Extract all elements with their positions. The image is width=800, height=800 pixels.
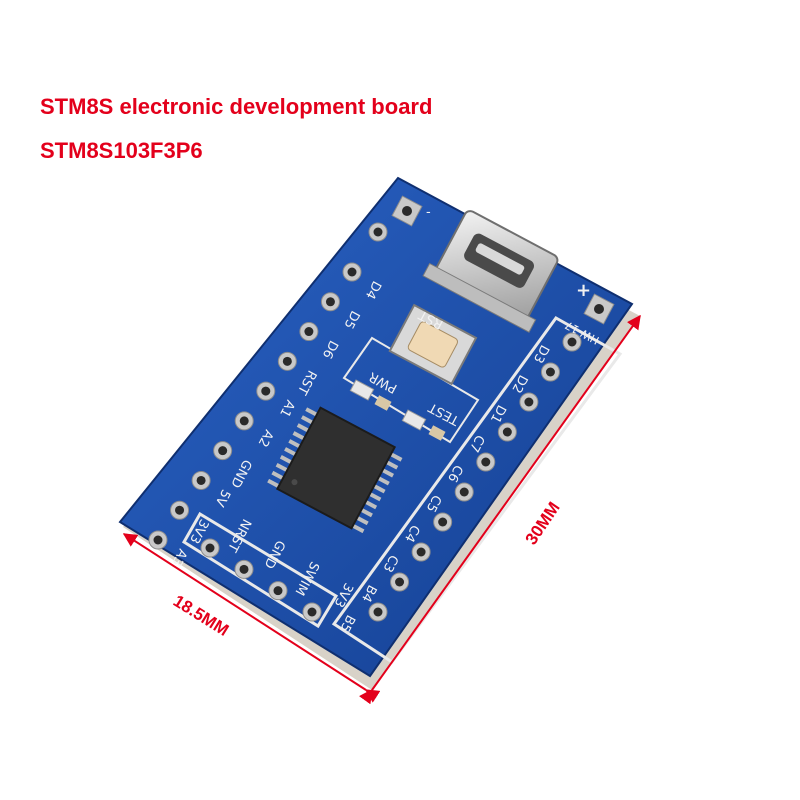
bottom-pin-pad	[302, 602, 322, 622]
power-plus-mark: +	[576, 280, 591, 301]
left-pin-pad	[368, 222, 388, 242]
left-pin-label: A2	[255, 427, 276, 449]
product-title: STM8S electronic development board	[40, 94, 433, 119]
left-pin-pad	[277, 351, 297, 371]
left-pin-pad	[148, 530, 168, 550]
left-pin-pad	[191, 470, 211, 490]
left-pin-label: A1	[276, 397, 297, 419]
left-pin-pad	[213, 441, 233, 461]
left-pin-label: 5V	[211, 487, 232, 509]
right-pin-pad	[497, 422, 517, 442]
right-pin-pad	[540, 362, 560, 382]
right-pin-pad	[519, 392, 539, 412]
right-pin-pad	[368, 602, 388, 622]
right-pin-pad	[433, 512, 453, 532]
left-pin-pad	[320, 292, 340, 312]
right-pin-pad	[390, 572, 410, 592]
length-dimension-label: 30MM	[522, 498, 564, 548]
right-pin-pad	[454, 482, 474, 502]
left-pin-pad	[342, 262, 362, 282]
right-pin-pad	[476, 452, 496, 472]
right-pin-pad	[411, 542, 431, 562]
left-pin-pad	[170, 500, 190, 520]
bottom-pin-pad	[200, 538, 220, 558]
micro-usb-connector	[422, 210, 559, 333]
left-pin-pad	[256, 381, 276, 401]
bottom-pin-pad	[268, 581, 288, 601]
left-pin-pad	[234, 411, 254, 431]
product-model: STM8S103F3P6	[40, 138, 203, 163]
power-minus-mark: -	[426, 205, 431, 220]
left-pin-pad	[299, 322, 319, 342]
bottom-pin-pad	[234, 559, 254, 579]
